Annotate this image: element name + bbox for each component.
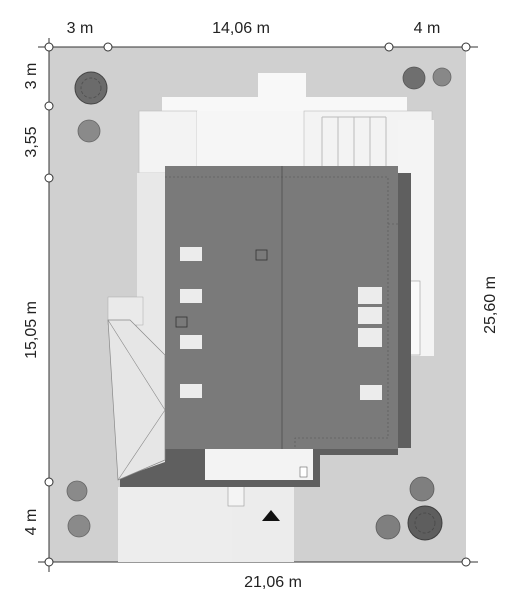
roof-dashed-outline [165,176,389,449]
tree-icon [66,480,88,502]
dim-bottom: 21,06 m [244,574,302,591]
skylight [360,385,382,400]
skylight [358,287,382,304]
driveway [118,487,245,562]
tree-icon [407,505,443,541]
tree-icon [402,66,426,90]
trees [66,66,452,541]
skylight [358,328,382,347]
chimneys [175,249,268,328]
porch [205,449,313,480]
tree-icon [74,71,108,105]
dim-left-upper: 3,55 [23,126,40,157]
porch-post [299,466,308,478]
upper-terrace [162,97,407,111]
dimension-marker-icon [44,101,54,111]
pergola-slats [321,116,387,166]
dimension-marker-icon [44,42,54,52]
skylights [180,247,382,400]
chimney [175,316,188,328]
skylight [180,289,202,303]
dimension-marker-icon [44,557,54,567]
dim-top-right: 4 m [414,20,441,37]
dim-top-center: 14,06 m [212,20,270,37]
dim-left-middle: 15,05 m [23,301,40,359]
dim-top-left: 3 m [67,20,94,37]
dim-left-top: 3 m [23,63,40,90]
dimension-marker-icon [461,557,471,567]
skylight [180,247,202,261]
entrance-step [227,483,245,507]
dimension-marker-icon [461,42,471,52]
entrance-arrow-icon [262,510,280,521]
tree-icon [432,67,452,87]
dimension-marker-icon [44,173,54,183]
chimney [255,249,268,261]
terrace-left [138,110,198,174]
dim-left-bottom: 4 m [23,509,40,536]
skylight [180,335,202,349]
dimension-marker-icon [103,42,113,52]
terrace-center [197,111,304,173]
tree-icon [409,476,435,502]
skylight [358,307,382,324]
dimension-marker-icon [44,477,54,487]
dimension-marker-icon [384,42,394,52]
dim-right: 25,60 m [482,276,499,334]
skylight [180,384,202,398]
tree-icon [67,514,91,538]
tree-icon [375,514,401,540]
upper-terrace-block [258,73,306,103]
dimension-markers [44,42,471,567]
tree-icon [77,119,101,143]
